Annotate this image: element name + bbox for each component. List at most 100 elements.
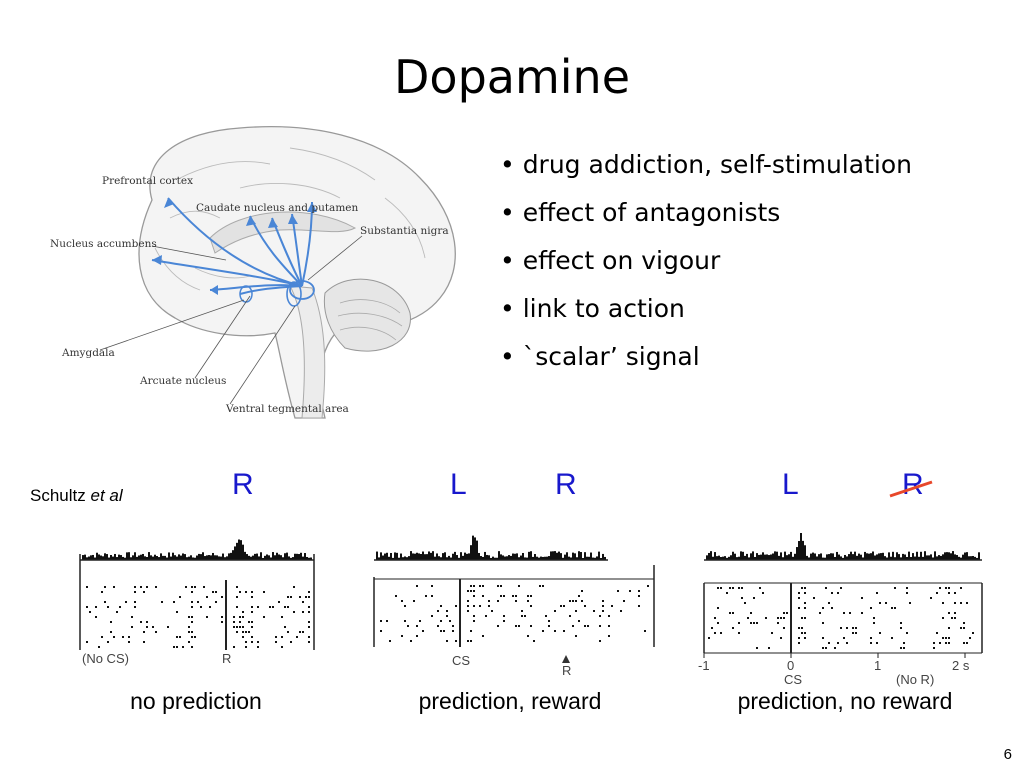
psth-bar — [112, 556, 114, 560]
spike-dot — [963, 642, 965, 644]
spike-dot — [825, 587, 827, 589]
spike-dot — [416, 635, 418, 637]
spike-dot — [879, 632, 881, 634]
psth-bar — [148, 552, 150, 560]
spike-dot — [440, 630, 442, 632]
spike-dot — [308, 626, 310, 628]
psth-bar — [586, 556, 588, 560]
psth-bar — [716, 556, 718, 560]
psth-bar — [542, 556, 544, 560]
spike-dot — [714, 617, 716, 619]
psth-bar — [836, 551, 838, 560]
spike-dot — [263, 616, 265, 618]
spike-dot — [401, 600, 403, 602]
spike-dot — [422, 630, 424, 632]
psth-bar — [114, 553, 116, 560]
spike-dot — [572, 600, 574, 602]
spike-dot — [729, 587, 731, 589]
spike-dot — [711, 627, 713, 629]
spike-dot — [891, 607, 893, 609]
spike-dot — [843, 612, 845, 614]
psth-bar — [304, 553, 306, 560]
psth-bar — [258, 556, 260, 560]
spike-dot — [542, 630, 544, 632]
psth-bar — [872, 551, 874, 560]
psth-bar — [286, 552, 288, 560]
spike-dot — [482, 595, 484, 597]
spike-dot — [503, 595, 505, 597]
panel2-letter-l: L — [450, 468, 467, 501]
spike-dot — [467, 590, 469, 592]
tick-label: -1 — [698, 658, 710, 673]
psth-bar — [392, 557, 394, 560]
spike-dot — [569, 600, 571, 602]
spike-dot — [467, 605, 469, 607]
spike-dot — [257, 606, 259, 608]
spike-dot — [939, 587, 941, 589]
psth-bar — [240, 540, 242, 560]
spike-dot — [131, 616, 133, 618]
spike-dot — [527, 600, 529, 602]
spike-dot — [173, 646, 175, 648]
psth-bar — [460, 552, 462, 560]
psth-bar — [226, 556, 228, 560]
spike-dot — [473, 585, 475, 587]
spike-dot — [714, 632, 716, 634]
spike-dot — [873, 622, 875, 624]
psth-bar — [140, 554, 142, 560]
spike-dot — [242, 616, 244, 618]
psth-bar — [736, 557, 738, 560]
spike-dot — [533, 640, 535, 642]
psth-bar — [480, 556, 482, 560]
psth-bar — [494, 557, 496, 560]
spike-dot — [804, 602, 806, 604]
psth-bar — [588, 556, 590, 560]
psth-bar — [214, 555, 216, 560]
psth-bar — [288, 556, 290, 560]
spike-dot — [446, 610, 448, 612]
psth-bar — [910, 557, 912, 560]
psth-bar — [502, 555, 504, 560]
spike-dot — [143, 641, 145, 643]
psth-bar — [208, 555, 210, 560]
spike-dot — [470, 585, 472, 587]
spike-dot — [617, 590, 619, 592]
label-caudate-putamen: Caudate nucleus and putamen — [196, 202, 358, 214]
spike-dot — [593, 610, 595, 612]
psth-bar — [274, 555, 276, 560]
spike-dot — [548, 620, 550, 622]
spike-dot — [744, 602, 746, 604]
spike-dot — [134, 606, 136, 608]
psth-bar — [808, 557, 810, 560]
psth-bar — [730, 555, 732, 560]
psth-bar — [154, 554, 156, 560]
raster-panel-no-prediction: (No CS) R — [79, 539, 315, 666]
psth-bar — [132, 555, 134, 560]
psth-bar — [168, 552, 170, 560]
psth-bar — [210, 555, 212, 560]
psth-bar — [750, 553, 752, 560]
spike-dot — [780, 637, 782, 639]
spike-dot — [233, 626, 235, 628]
bullet-item: • `scalar’ signal — [500, 342, 700, 371]
psth-bar — [290, 557, 292, 560]
psth-bar — [766, 554, 768, 560]
label-prefrontal-cortex: Prefrontal cortex — [102, 175, 193, 187]
psth-bar — [748, 557, 750, 560]
spike-dot — [741, 587, 743, 589]
psth-bar — [118, 554, 120, 560]
psth-bar — [300, 552, 302, 560]
spike-dot — [804, 617, 806, 619]
psth-bar — [128, 552, 130, 560]
psth-bar — [570, 557, 572, 560]
spike-dot — [542, 585, 544, 587]
psth-bar — [206, 555, 208, 560]
psth-bar — [472, 535, 474, 560]
psth-bar — [760, 554, 762, 560]
psth-bar — [82, 555, 84, 560]
label-ventral-tegmental-area: Ventral tegmental area — [225, 403, 349, 415]
spike-dot — [497, 600, 499, 602]
spike-dot — [801, 627, 803, 629]
spike-dot — [140, 586, 142, 588]
spike-dot — [239, 621, 241, 623]
